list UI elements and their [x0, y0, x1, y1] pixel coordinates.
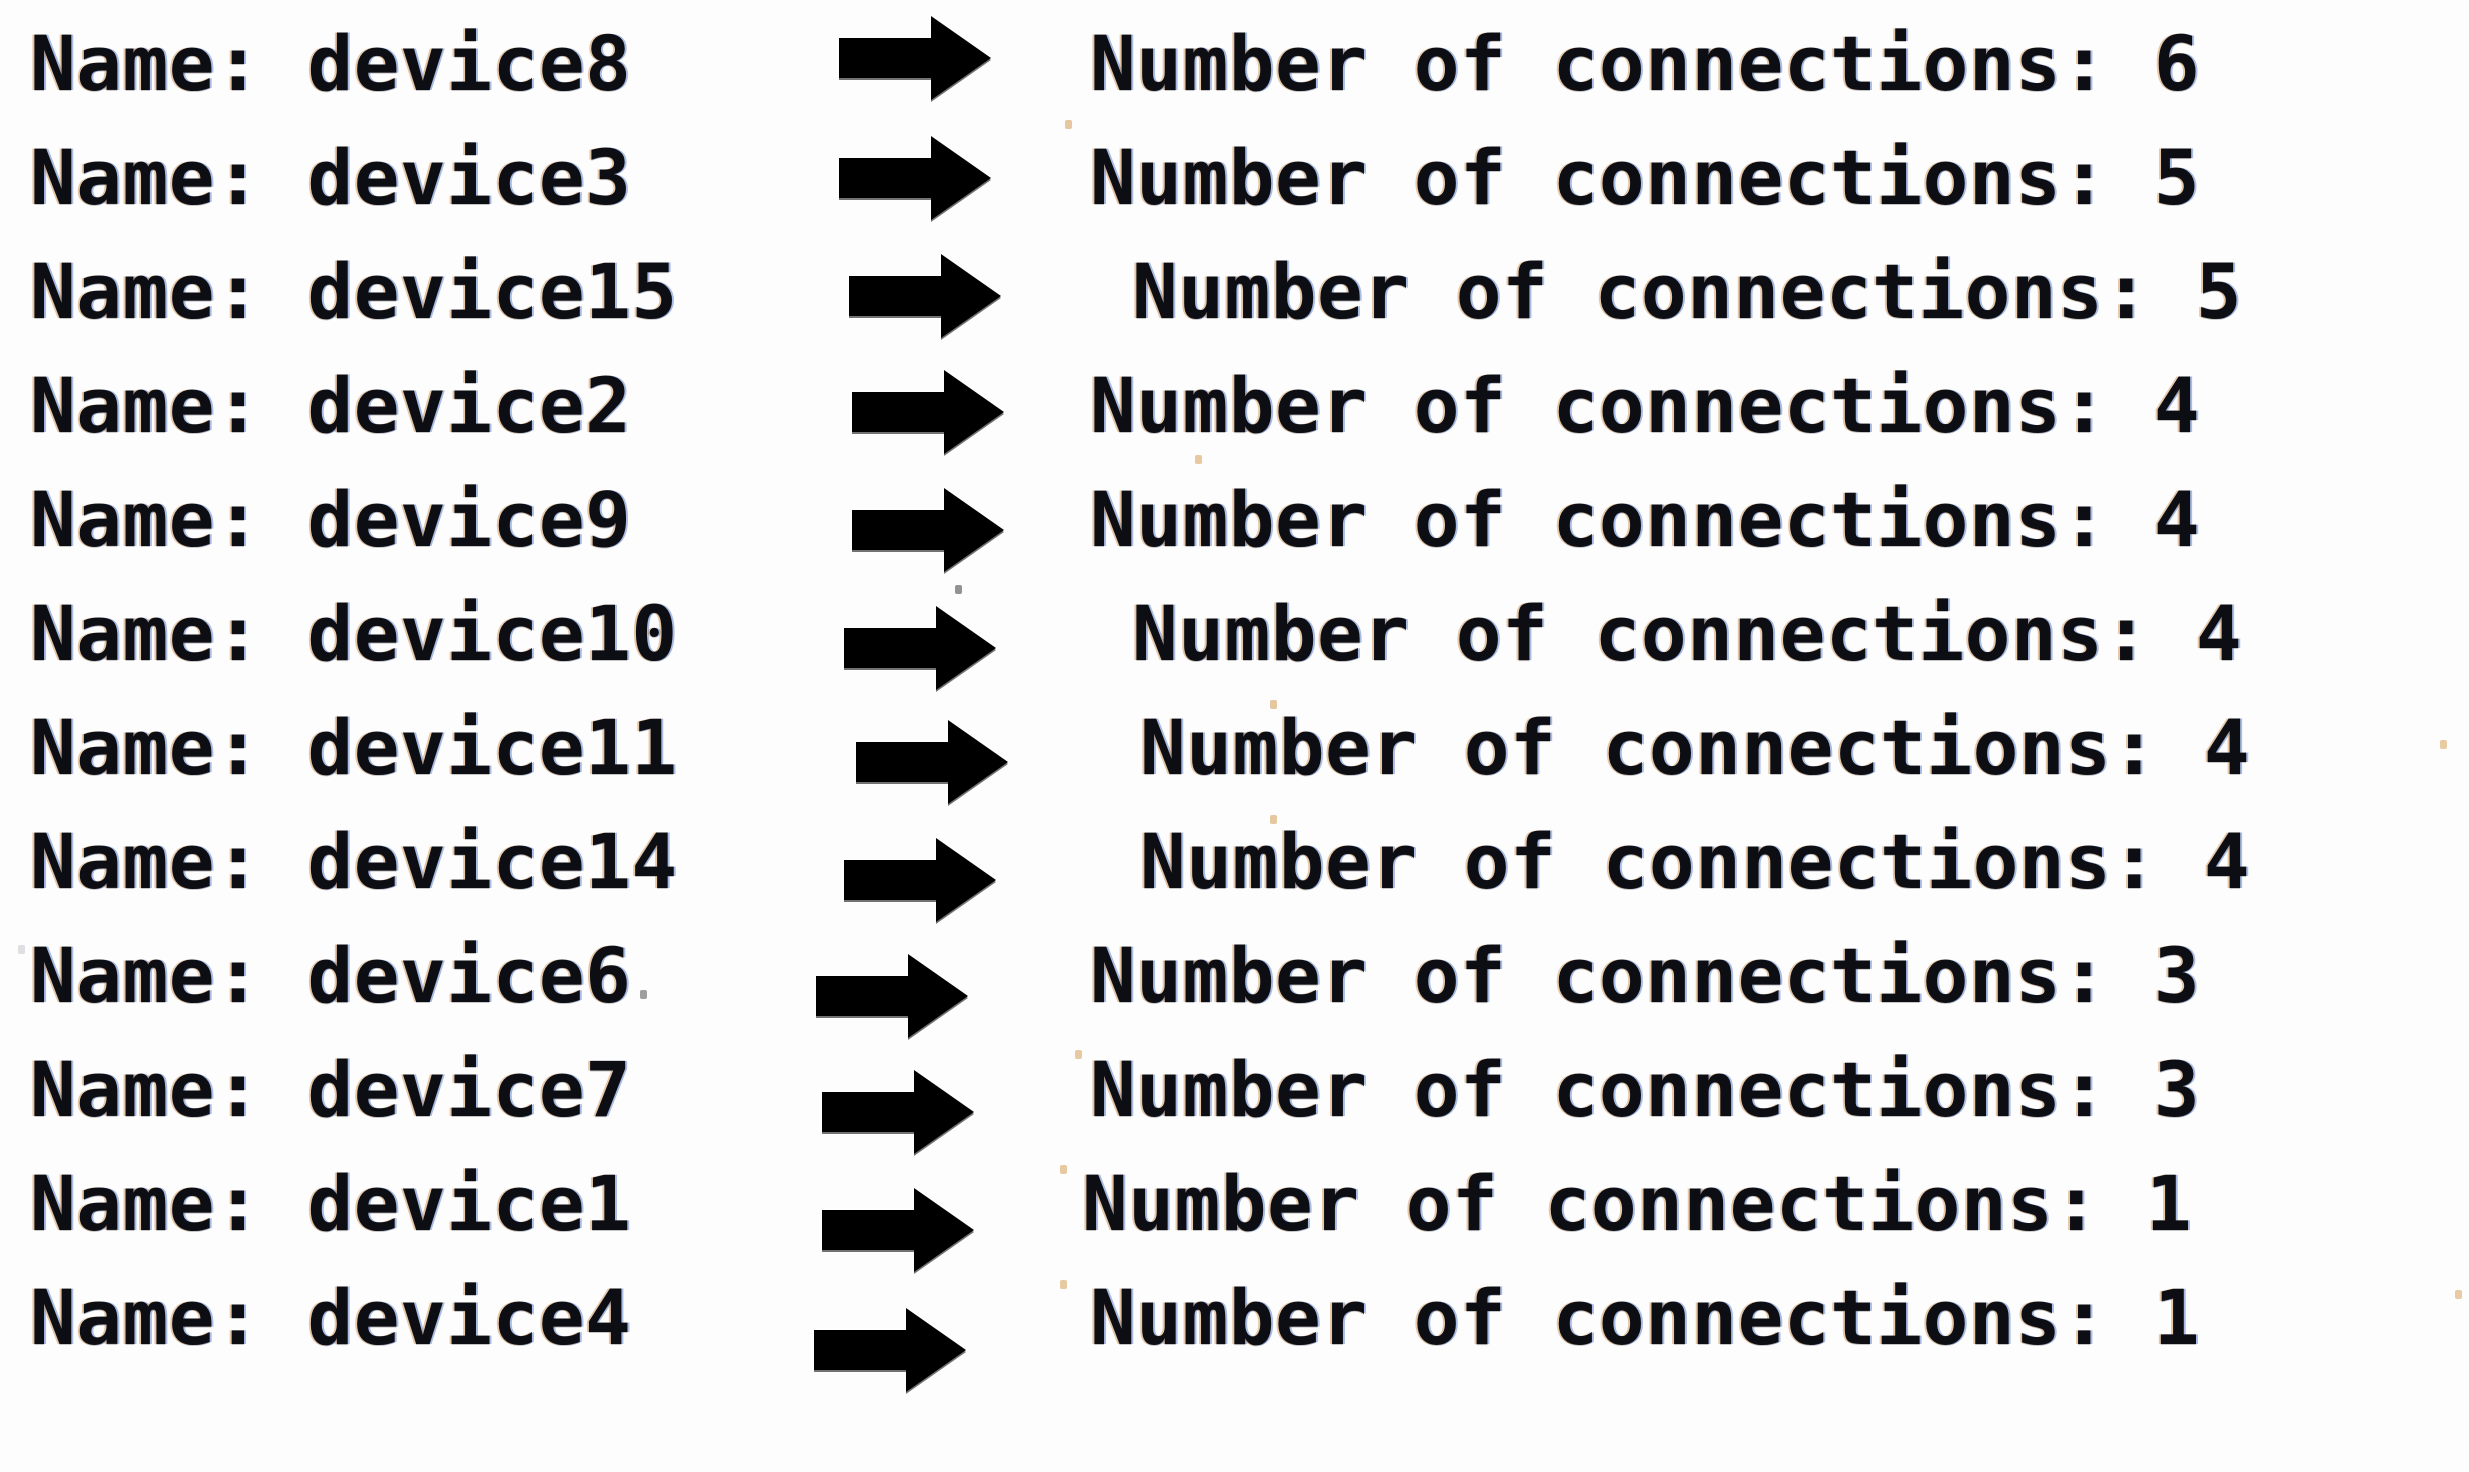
- right-arrow-icon: [812, 946, 972, 1046]
- device-row: Name: device14 Number of connections: 4: [0, 816, 2469, 931]
- right-arrow-icon: [818, 1180, 978, 1280]
- compression-artifact: [18, 945, 25, 954]
- device-name-label: Name: device14: [30, 817, 678, 906]
- connection-count-label: Number of connections: 1: [1082, 1159, 2193, 1248]
- device-row: Name: device6 Number of connections: 3: [0, 930, 2469, 1045]
- right-arrow-icon: [818, 1062, 978, 1162]
- right-arrow-icon: [848, 362, 1008, 462]
- compression-artifact: [640, 990, 647, 999]
- compression-artifact: [1195, 455, 1202, 464]
- connection-count-label: Number of connections: 1: [1090, 1273, 2201, 1362]
- connection-count-label: Number of connections: 4: [1090, 475, 2201, 564]
- device-name-label: Name: device10: [30, 589, 678, 678]
- device-name-label: Name: device11: [30, 703, 678, 792]
- right-arrow-icon: [835, 128, 995, 228]
- device-name-label: Name: device4: [30, 1273, 632, 1362]
- right-arrow-icon: [835, 8, 995, 108]
- device-row: Name: device1 Number of connections: 1: [0, 1158, 2469, 1273]
- compression-artifact: [1060, 1280, 1067, 1289]
- connection-count-label: Number of connections: 3: [1090, 931, 2201, 1020]
- device-row: Name: device7 Number of connections: 3: [0, 1044, 2469, 1159]
- right-arrow-icon: [852, 712, 1012, 812]
- connection-count-label: Number of connections: 6: [1090, 19, 2201, 108]
- device-row: Name: device2 Number of connections: 4: [0, 360, 2469, 475]
- right-arrow-icon: [848, 480, 1008, 580]
- compression-artifact: [1060, 1165, 1067, 1174]
- connection-count-label: Number of connections: 5: [1132, 247, 2243, 336]
- device-name-label: Name: device2: [30, 361, 632, 450]
- device-name-label: Name: device3: [30, 133, 632, 222]
- device-name-label: Name: device8: [30, 19, 632, 108]
- device-name-label: Name: device15: [30, 247, 678, 336]
- connection-count-label: Number of connections: 4: [1132, 589, 2243, 678]
- device-name-label: Name: device6: [30, 931, 632, 1020]
- connection-count-label: Number of connections: 4: [1090, 361, 2201, 450]
- compression-artifact: [1270, 700, 1277, 709]
- device-row: Name: device10 Number of connections: 4: [0, 588, 2469, 703]
- device-row: Name: device4 Number of connections: 1: [0, 1272, 2469, 1392]
- right-arrow-icon: [840, 598, 1000, 698]
- connection-count-label: Number of connections: 4: [1140, 817, 2251, 906]
- connection-count-label: Number of connections: 5: [1090, 133, 2201, 222]
- device-row: Name: device9 Number of connections: 4: [0, 474, 2469, 589]
- device-name-label: Name: device1: [30, 1159, 632, 1248]
- compression-artifact: [1065, 120, 1072, 129]
- right-arrow-icon: [840, 830, 1000, 930]
- connection-count-label: Number of connections: 4: [1140, 703, 2251, 792]
- device-row: Name: device11 Number of connections: 4: [0, 702, 2469, 817]
- compression-artifact: [1270, 815, 1277, 824]
- right-arrow-icon: [845, 246, 1005, 346]
- device-row: Name: device8 Number of connections: 6: [0, 16, 2469, 133]
- compression-artifact: [2455, 1290, 2462, 1299]
- device-name-label: Name: device7: [30, 1045, 632, 1134]
- compression-artifact: [955, 585, 962, 594]
- right-arrow-icon: [810, 1300, 970, 1400]
- compression-artifact: [1075, 1050, 1082, 1059]
- device-name-label: Name: device9: [30, 475, 632, 564]
- device-row: Name: device15 Number of connections: 5: [0, 246, 2469, 361]
- compression-artifact: [2440, 740, 2447, 749]
- connection-count-label: Number of connections: 3: [1090, 1045, 2201, 1134]
- device-row: Name: device3 Number of connections: 5: [0, 132, 2469, 247]
